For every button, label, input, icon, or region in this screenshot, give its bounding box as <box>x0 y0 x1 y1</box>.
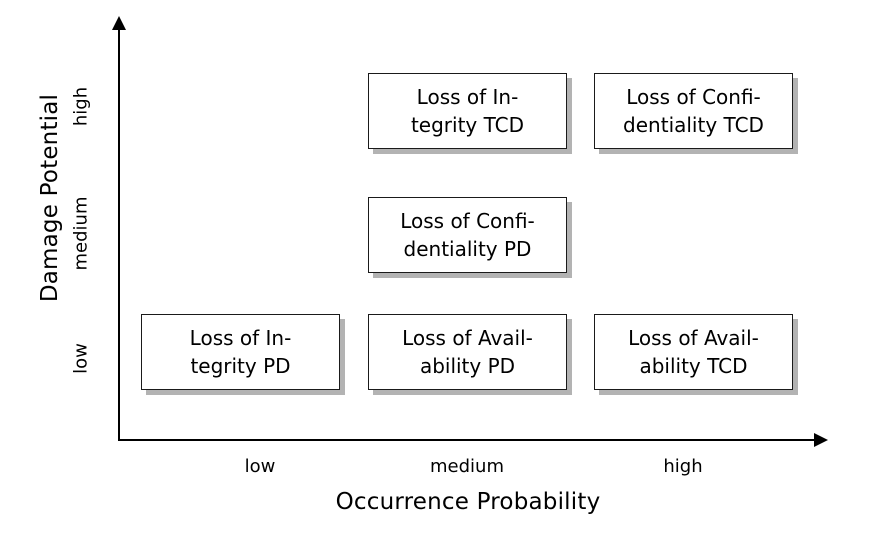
risk-box-line-2: tegrity TCD <box>410 113 525 137</box>
risk-box-loss-of-confidentiality-tcd[interactable]: Loss of Confi- dentiality TCD <box>594 73 793 149</box>
risk-box-line-2: dentiality PD <box>403 237 532 261</box>
risk-box-line-1: Loss of Avail- <box>402 325 533 350</box>
x-axis-arrow-icon <box>814 433 828 447</box>
risk-box-line-1: Loss of In- <box>416 84 519 109</box>
y-axis-line <box>118 28 120 441</box>
risk-box-line-2: ability TCD <box>639 354 748 378</box>
risk-box-line-1: Loss of In- <box>189 325 292 350</box>
risk-box-loss-of-integrity-tcd[interactable]: Loss of In- tegrity TCD <box>368 73 567 149</box>
y-axis-tick-low: low <box>70 343 92 374</box>
risk-box-line-1: Loss of Confi- <box>400 208 535 233</box>
x-axis-tick-low: low <box>244 456 276 477</box>
risk-box-line-1: Loss of Avail- <box>628 325 759 350</box>
risk-box-line-2: dentiality TCD <box>623 113 764 137</box>
y-axis-tick-medium: medium <box>70 196 92 271</box>
x-axis-tick-high: high <box>663 456 703 477</box>
risk-box-loss-of-integrity-pd[interactable]: Loss of In- tegrity PD <box>141 314 340 390</box>
risk-box-line-2: tegrity PD <box>190 354 291 378</box>
risk-box-line-1: Loss of Confi- <box>626 84 761 109</box>
risk-box-loss-of-availability-tcd[interactable]: Loss of Avail- ability TCD <box>594 314 793 390</box>
x-axis-tick-medium: medium <box>430 456 504 477</box>
y-axis-tick-high: high <box>70 86 92 127</box>
x-axis-title: Occurrence Probability <box>335 489 601 515</box>
y-axis-title: Damage Potential <box>37 93 63 303</box>
y-axis-arrow-icon <box>112 16 126 30</box>
risk-box-loss-of-availability-pd[interactable]: Loss of Avail- ability PD <box>368 314 567 390</box>
risk-box-line-2: ability PD <box>419 354 516 378</box>
risk-box-loss-of-confidentiality-pd[interactable]: Loss of Confi- dentiality PD <box>368 197 567 273</box>
x-axis-line <box>118 439 818 441</box>
